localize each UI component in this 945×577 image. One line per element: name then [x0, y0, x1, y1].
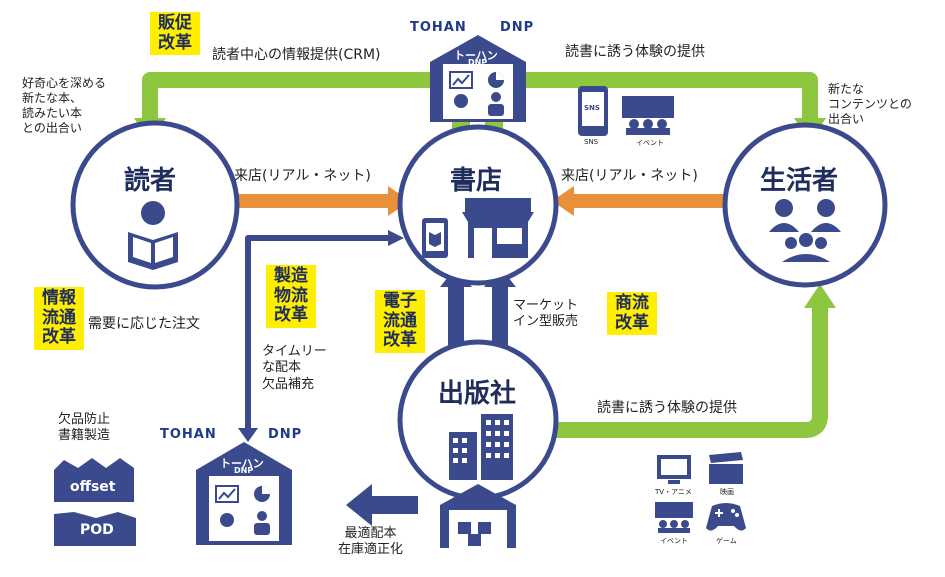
new-content-text: 新たな コンテンツとの 出合い — [828, 82, 912, 126]
storefront-icon — [462, 198, 534, 258]
pod-printer-shape — [54, 512, 136, 546]
consumer-title: 生活者 — [760, 166, 839, 196]
film-caption: 映画 — [720, 488, 734, 496]
market-in-text: マーケット イン型販売 — [513, 298, 579, 330]
experience-top-text: 読書に誘う体験の提供 — [565, 44, 705, 60]
stockout-prevention-text: 欠品防止 書籍製造 — [58, 412, 111, 444]
demand-order-text: 需要に応じた注文 — [88, 316, 200, 332]
lower-hub-roof-label: トーハン — [220, 457, 264, 470]
reading-person-icon — [128, 201, 178, 270]
navy-supply-line — [238, 230, 404, 442]
consumer-circle — [722, 122, 888, 288]
top-tohan-logo: TOHAN — [410, 20, 467, 35]
info-distribution-reform-label: 情報 流通 改革 — [34, 287, 84, 350]
event2-caption: イベント — [660, 537, 688, 545]
lower-hub-roof-sub: DNP — [234, 466, 254, 475]
sns-screen-text: SNS — [584, 104, 600, 112]
orange-visit-arrow-right — [552, 186, 730, 216]
navy-optimal-arrow — [346, 484, 418, 526]
pod-label: POD — [80, 522, 114, 538]
crm-text: 読者中心の情報提供(CRM) — [212, 47, 381, 63]
tv-anime-caption: TV・アニメ — [655, 488, 692, 496]
optimal-distribution-text: 最適配本 在庫適正化 — [338, 526, 404, 558]
offset-printer-shape — [54, 458, 134, 502]
curiosity-text: 好奇心を深める 新たな本、 読みたい本 との出合い — [22, 76, 107, 135]
lower-hub-warehouse-icon — [196, 442, 292, 545]
publisher-circle — [397, 339, 559, 501]
publisher-title: 出版社 — [438, 379, 517, 409]
event-screen-icon — [655, 502, 693, 533]
top-hub-roof-label: トーハン — [454, 49, 498, 62]
orange-visit-arrow-left — [222, 186, 410, 216]
reader-title: 読者 — [124, 166, 177, 196]
clapperboard-icon — [709, 452, 743, 484]
bookstore-title: 書店 — [450, 166, 503, 196]
top-dnp-logo: DNP — [500, 20, 535, 35]
sns-caption: SNS — [584, 138, 599, 146]
people-group-icon — [769, 199, 841, 262]
publisher-warehouse-icon — [440, 484, 516, 548]
timely-delivery-text: タイムリー な配本 欠品補充 — [262, 344, 327, 392]
e-distribution-reform-label: 電子 流通 改革 — [375, 290, 425, 353]
lower-tohan-logo: TOHAN — [160, 427, 217, 442]
offset-label: offset — [70, 479, 116, 495]
commerce-reform-label: 商流 改革 — [607, 292, 657, 336]
smartphone-icon — [578, 86, 608, 136]
event-audience-icon — [622, 96, 674, 135]
experience-bottom-text: 読書に誘う体験の提供 — [597, 400, 737, 416]
lower-dnp-logo: DNP — [268, 427, 303, 442]
manufacturing-logistics-reform-label: 製造 物流 改革 — [266, 265, 316, 328]
event-caption: イベント — [636, 139, 664, 147]
top-hub-roof-sub: DNP — [468, 58, 488, 67]
sales-promotion-reform-label: 販促 改革 — [150, 12, 200, 56]
gamepad-icon — [706, 503, 746, 531]
top-hub-warehouse-icon — [430, 35, 526, 122]
game-caption: ゲーム — [716, 537, 737, 545]
tv-icon — [657, 455, 691, 484]
tablet-book-icon — [422, 218, 448, 258]
visit-left-text: 来店(リアル・ネット) — [234, 168, 371, 184]
green-bottom-arrow — [555, 284, 836, 438]
visit-right-text: 来店(リアル・ネット) — [561, 168, 698, 184]
office-buildings-icon — [449, 414, 513, 480]
